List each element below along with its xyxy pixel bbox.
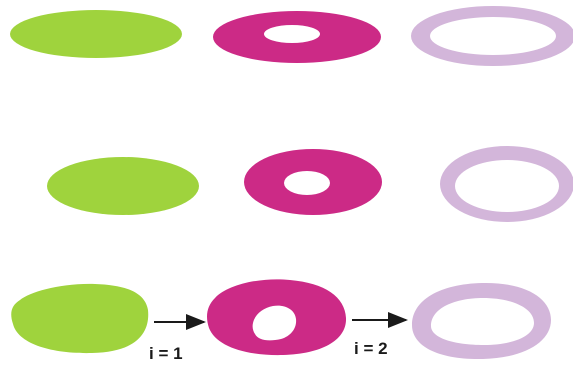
row-1 — [10, 6, 573, 66]
row-2-ring-shape — [440, 146, 573, 222]
row-3-ring-shape — [412, 283, 551, 359]
row-2 — [47, 146, 573, 222]
row-3-solid-shape — [11, 284, 148, 353]
transition-1-label: i = 1 — [149, 344, 183, 363]
row-1-solid-shape — [10, 10, 182, 58]
row-2-annulus-shape — [244, 149, 382, 215]
row-3-annulus-shape — [207, 279, 346, 355]
row-3 — [11, 279, 551, 359]
transition-1: i = 1 — [149, 322, 204, 363]
row-1-annulus-shape — [213, 11, 381, 63]
transition-2: i = 2 — [352, 320, 406, 358]
row-1-ring-shape — [411, 6, 573, 66]
transition-2-label: i = 2 — [354, 339, 388, 358]
row-2-solid-shape — [47, 157, 199, 215]
